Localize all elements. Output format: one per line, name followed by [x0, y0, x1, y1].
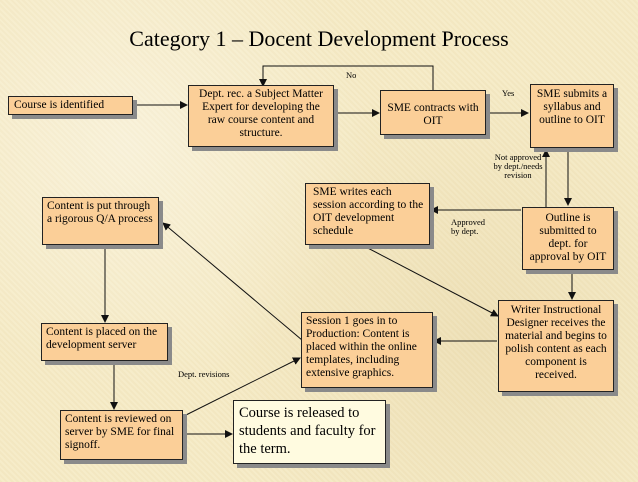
label-approved: Approved by dept. — [451, 217, 485, 236]
box-outline-submitted: Outline is submitted to dept. for approv… — [522, 207, 614, 270]
label-no: No — [346, 70, 357, 80]
label-not-approved: Not approved by dept./needs revision — [493, 152, 543, 180]
arrow-session-to-qa — [162, 222, 303, 341]
arrow-writes-to-writer — [361, 244, 499, 317]
label-yes: Yes — [502, 88, 515, 98]
box-dept-recommends-sme: Dept. rec. a Subject Matter Expert for d… — [188, 85, 334, 147]
arrow-dept-revisions — [183, 357, 301, 417]
box-sme-submits-syllabus: SME submits a syllabus and outline to OI… — [530, 84, 614, 148]
box-course-identified: Course is identified — [8, 96, 133, 115]
label-dept-revisions: Dept. revisions — [178, 369, 230, 379]
box-course-released: Course is released to students and facul… — [233, 400, 386, 464]
box-content-placed-dev-server: Content is placed on the development ser… — [41, 323, 168, 361]
box-sme-contracts: SME contracts with OIT — [380, 90, 486, 135]
box-sme-writes-session: SME writes each session according to the… — [305, 183, 430, 245]
arrow-no-loop — [259, 65, 434, 90]
box-content-reviewed-signoff: Content is reviewed on server by SME for… — [60, 410, 183, 460]
diagram-title: Category 1 – Docent Development Process — [129, 26, 509, 51]
box-session-production: Session 1 goes in to Production: Content… — [301, 312, 433, 388]
box-content-qa: Content is put through a rigorous Q/A pr… — [42, 197, 159, 245]
box-writer-instructional-designer: Writer Instructional Designer receives t… — [498, 300, 614, 392]
